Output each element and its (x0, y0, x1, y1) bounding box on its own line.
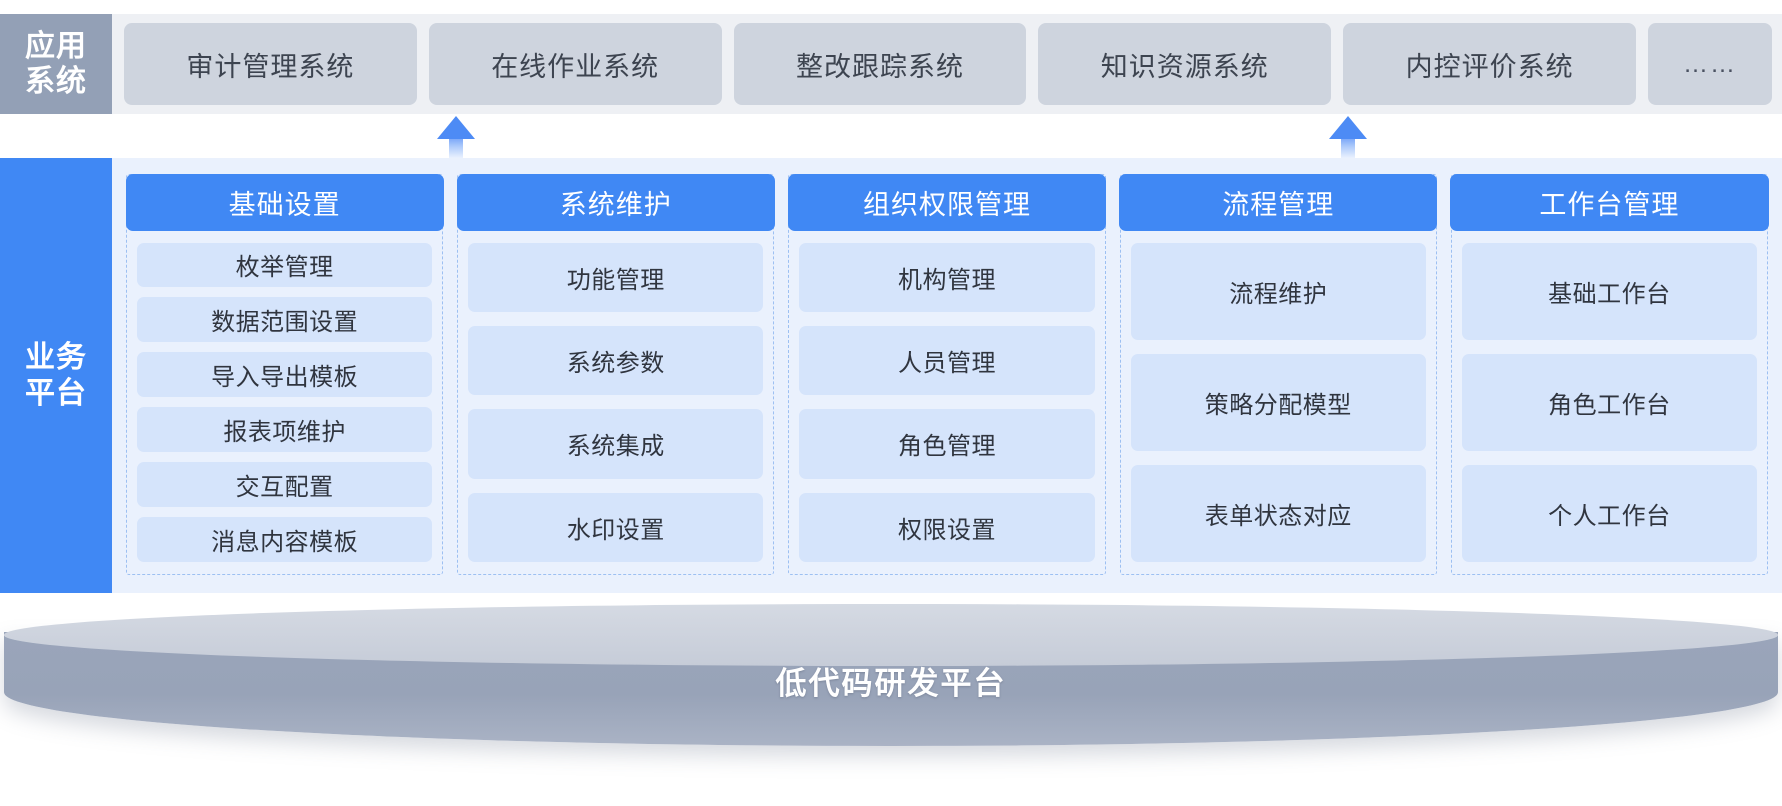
item-function-management[interactable]: 功能管理 (468, 242, 764, 312)
app-system-online-operation[interactable]: 在线作业系统 (428, 23, 722, 105)
group-basic-settings-title[interactable]: 基础设置 (125, 173, 444, 231)
app-system-knowledge-resource[interactable]: 知识资源系统 (1038, 23, 1332, 105)
item-organization-management[interactable]: 机构管理 (799, 242, 1095, 312)
item-basic-workbench[interactable]: 基础工作台 (1461, 242, 1758, 340)
group-system-maintenance: 系统维护 功能管理 系统参数 系统集成 水印设置 (456, 173, 775, 575)
business-platform-side-label: 业务 平台 (0, 158, 112, 593)
item-report-item-maintenance[interactable]: 报表项维护 (137, 407, 433, 453)
business-platform-side-label-line-2: 平台 (25, 376, 87, 410)
application-systems-layer: 应用 系统 审计管理系统 在线作业系统 整改跟踪系统 知识资源系统 内控评价系统… (0, 14, 1782, 114)
item-permission-settings[interactable]: 权限设置 (799, 492, 1095, 562)
group-basic-settings: 基础设置 枚举管理 数据范围设置 导入导出模板 报表项维护 交互配置 消息内容模… (125, 173, 444, 575)
item-interaction-configuration[interactable]: 交互配置 (137, 462, 433, 508)
arrow-shaft (449, 134, 463, 162)
group-system-maintenance-title[interactable]: 系统维护 (456, 173, 775, 231)
group-organization-permission-management-title[interactable]: 组织权限管理 (787, 173, 1107, 231)
business-platform-layer: 业务 平台 基础设置 枚举管理 数据范围设置 导入导出模板 报表项维护 交互配置… (0, 158, 1782, 593)
application-systems-strip: 审计管理系统 在线作业系统 整改跟踪系统 知识资源系统 内控评价系统 …… (112, 14, 1782, 114)
app-system-rectification-tracking[interactable]: 整改跟踪系统 (733, 23, 1027, 105)
item-role-management[interactable]: 角色管理 (799, 409, 1095, 479)
app-system-more-ellipsis[interactable]: …… (1647, 23, 1772, 105)
group-workbench-management-items: 基础工作台 角色工作台 个人工作台 (1461, 231, 1758, 563)
business-platform-groups: 基础设置 枚举管理 数据范围设置 导入导出模板 报表项维护 交互配置 消息内容模… (112, 158, 1782, 593)
group-process-management: 流程管理 流程维护 策略分配模型 表单状态对应 (1119, 173, 1438, 575)
group-system-maintenance-items: 功能管理 系统参数 系统集成 水印设置 (468, 231, 764, 562)
item-form-status-mapping[interactable]: 表单状态对应 (1130, 464, 1426, 563)
app-system-audit-management[interactable]: 审计管理系统 (124, 23, 417, 105)
group-organization-permission-management: 组织权限管理 机构管理 人员管理 角色管理 权限设置 (787, 173, 1107, 575)
group-organization-permission-management-items: 机构管理 人员管理 角色管理 权限设置 (799, 231, 1095, 562)
item-watermark-settings[interactable]: 水印设置 (468, 492, 764, 562)
arrow-head (437, 116, 475, 139)
group-process-management-items: 流程维护 策略分配模型 表单状态对应 (1130, 231, 1426, 563)
item-process-maintenance[interactable]: 流程维护 (1130, 242, 1426, 340)
low-code-platform-base: 低代码研发平台 (4, 604, 1778, 800)
group-workbench-management: 工作台管理 基础工作台 角色工作台 个人工作台 (1450, 173, 1769, 575)
group-basic-settings-items: 枚举管理 数据范围设置 导入导出模板 报表项维护 交互配置 消息内容模板 (137, 231, 433, 563)
item-personnel-management[interactable]: 人员管理 (799, 325, 1095, 396)
item-policy-allocation-model[interactable]: 策略分配模型 (1130, 353, 1426, 451)
arrow-up-icon-internal-control (1329, 116, 1367, 162)
application-systems-side-label-line-1: 应用 (25, 29, 87, 63)
item-enum-management[interactable]: 枚举管理 (137, 242, 433, 288)
arrow-shaft (1341, 134, 1355, 162)
item-system-integration[interactable]: 系统集成 (468, 409, 764, 479)
item-system-parameters[interactable]: 系统参数 (468, 325, 764, 396)
item-role-workbench[interactable]: 角色工作台 (1461, 353, 1758, 451)
item-personal-workbench[interactable]: 个人工作台 (1461, 464, 1758, 563)
item-import-export-template[interactable]: 导入导出模板 (137, 352, 433, 398)
arrow-head (1329, 116, 1367, 139)
group-workbench-management-title[interactable]: 工作台管理 (1450, 173, 1769, 231)
app-system-internal-control-evaluation[interactable]: 内控评价系统 (1343, 23, 1636, 105)
low-code-platform-label: 低代码研发平台 (775, 666, 1007, 701)
base-top-surface (4, 604, 1778, 666)
business-platform-side-label-line-1: 业务 (25, 340, 87, 374)
application-systems-side-label-line-2: 系统 (25, 65, 87, 98)
application-systems-side-label: 应用 系统 (0, 14, 112, 114)
group-process-management-title[interactable]: 流程管理 (1119, 173, 1438, 231)
arrow-up-icon-online-operation (437, 116, 475, 162)
item-message-content-template[interactable]: 消息内容模板 (137, 517, 433, 563)
item-data-scope-settings[interactable]: 数据范围设置 (137, 297, 433, 343)
